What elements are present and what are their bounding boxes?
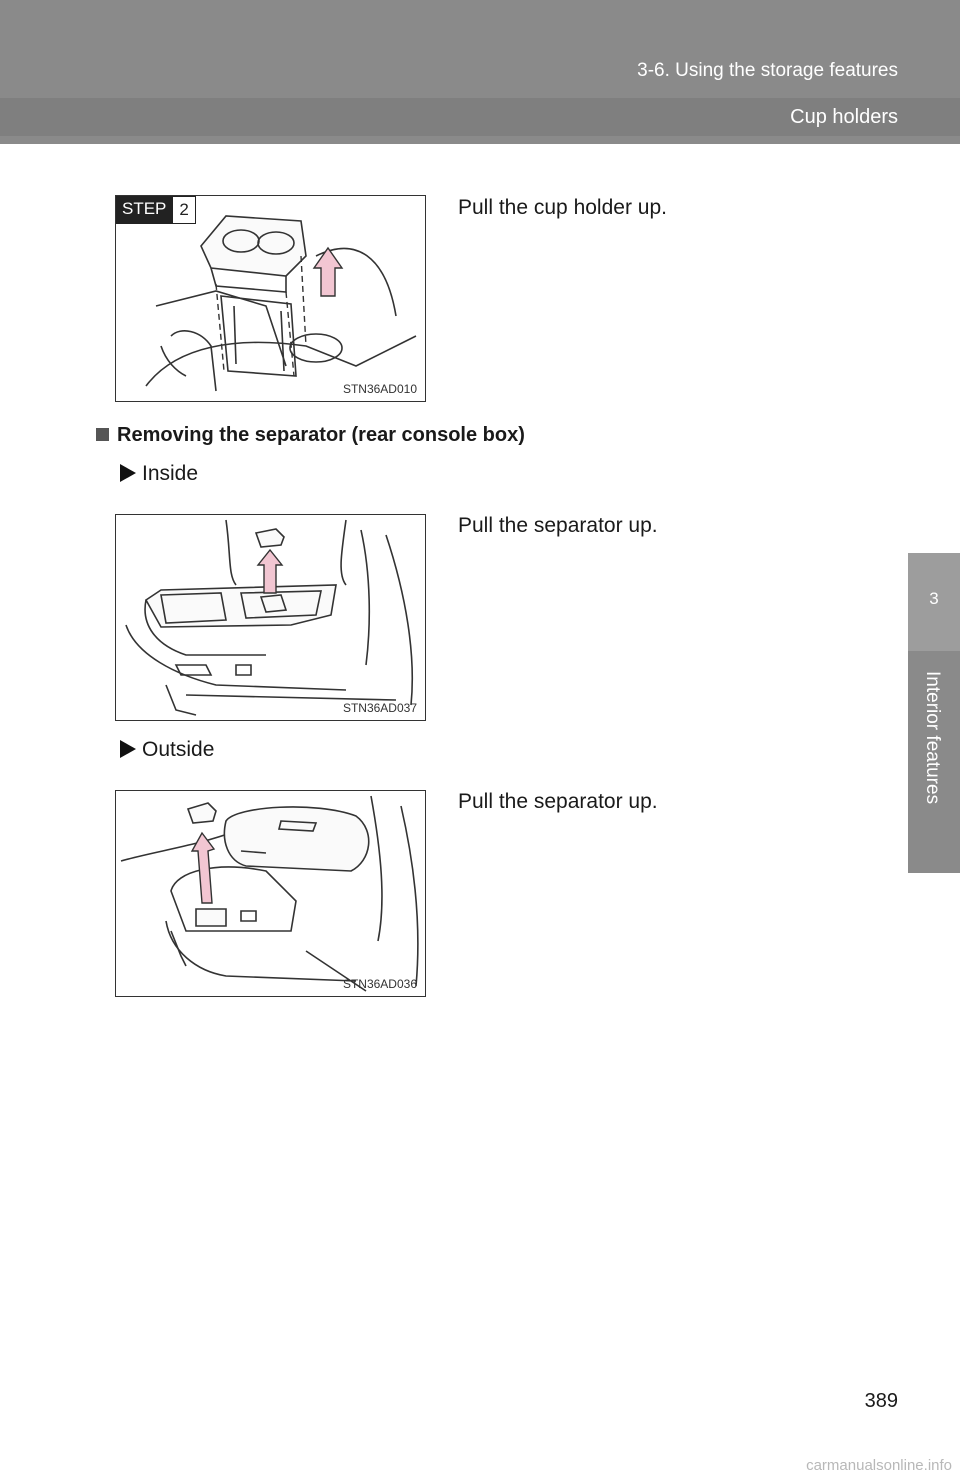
figure-separator-inside: STN36AD037 bbox=[115, 514, 426, 721]
cup-holder-illustration bbox=[145, 215, 417, 392]
chapter-number-band bbox=[908, 553, 960, 651]
chapter-side-tab: 3 Interior features bbox=[908, 553, 960, 873]
triangle-bullet-icon bbox=[120, 464, 136, 482]
step-badge: STEP 2 bbox=[116, 196, 196, 224]
site-watermark: carmanualsonline.info bbox=[806, 1457, 952, 1474]
image-code: STN36AD037 bbox=[342, 701, 417, 715]
outside-instruction: Pull the separator up. bbox=[458, 790, 658, 813]
pull-up-arrow bbox=[312, 246, 344, 297]
inside-subheading: Inside bbox=[120, 462, 198, 486]
image-code: STN36AD036 bbox=[342, 977, 417, 991]
figure-separator-outside: STN36AD036 bbox=[115, 790, 426, 997]
topic-band bbox=[0, 98, 960, 136]
square-bullet-icon bbox=[96, 428, 109, 441]
step-number: 2 bbox=[172, 196, 196, 224]
step-word: STEP bbox=[116, 196, 173, 224]
pull-up-arrow bbox=[190, 831, 216, 904]
image-code: STN36AD010 bbox=[342, 382, 417, 396]
outside-subheading: Outside bbox=[120, 738, 214, 762]
inside-instruction: Pull the separator up. bbox=[458, 514, 658, 537]
pull-up-arrow bbox=[256, 548, 284, 594]
figure-cup-holder-step2: STEP 2 STN36AD0 bbox=[115, 195, 426, 402]
step2-instruction: Pull the cup holder up. bbox=[458, 196, 667, 219]
page-number: 389 bbox=[864, 1390, 898, 1412]
inside-label: Inside bbox=[142, 462, 199, 485]
chapter-label: Interior features bbox=[922, 671, 943, 805]
section-heading-text: Removing the separator (rear console box… bbox=[117, 424, 525, 446]
separator-inside-illustration bbox=[125, 519, 414, 716]
topic-title: Cup holders bbox=[790, 106, 898, 128]
chapter-number: 3 bbox=[929, 589, 939, 608]
separator-outside-illustration bbox=[120, 795, 419, 992]
section-heading: Removing the separator (rear console box… bbox=[96, 424, 525, 447]
outside-label: Outside bbox=[142, 738, 215, 761]
triangle-bullet-icon bbox=[120, 740, 136, 758]
page-header: 3-6. Using the storage features Cup hold… bbox=[0, 0, 960, 144]
section-title: 3-6. Using the storage features bbox=[637, 60, 898, 81]
